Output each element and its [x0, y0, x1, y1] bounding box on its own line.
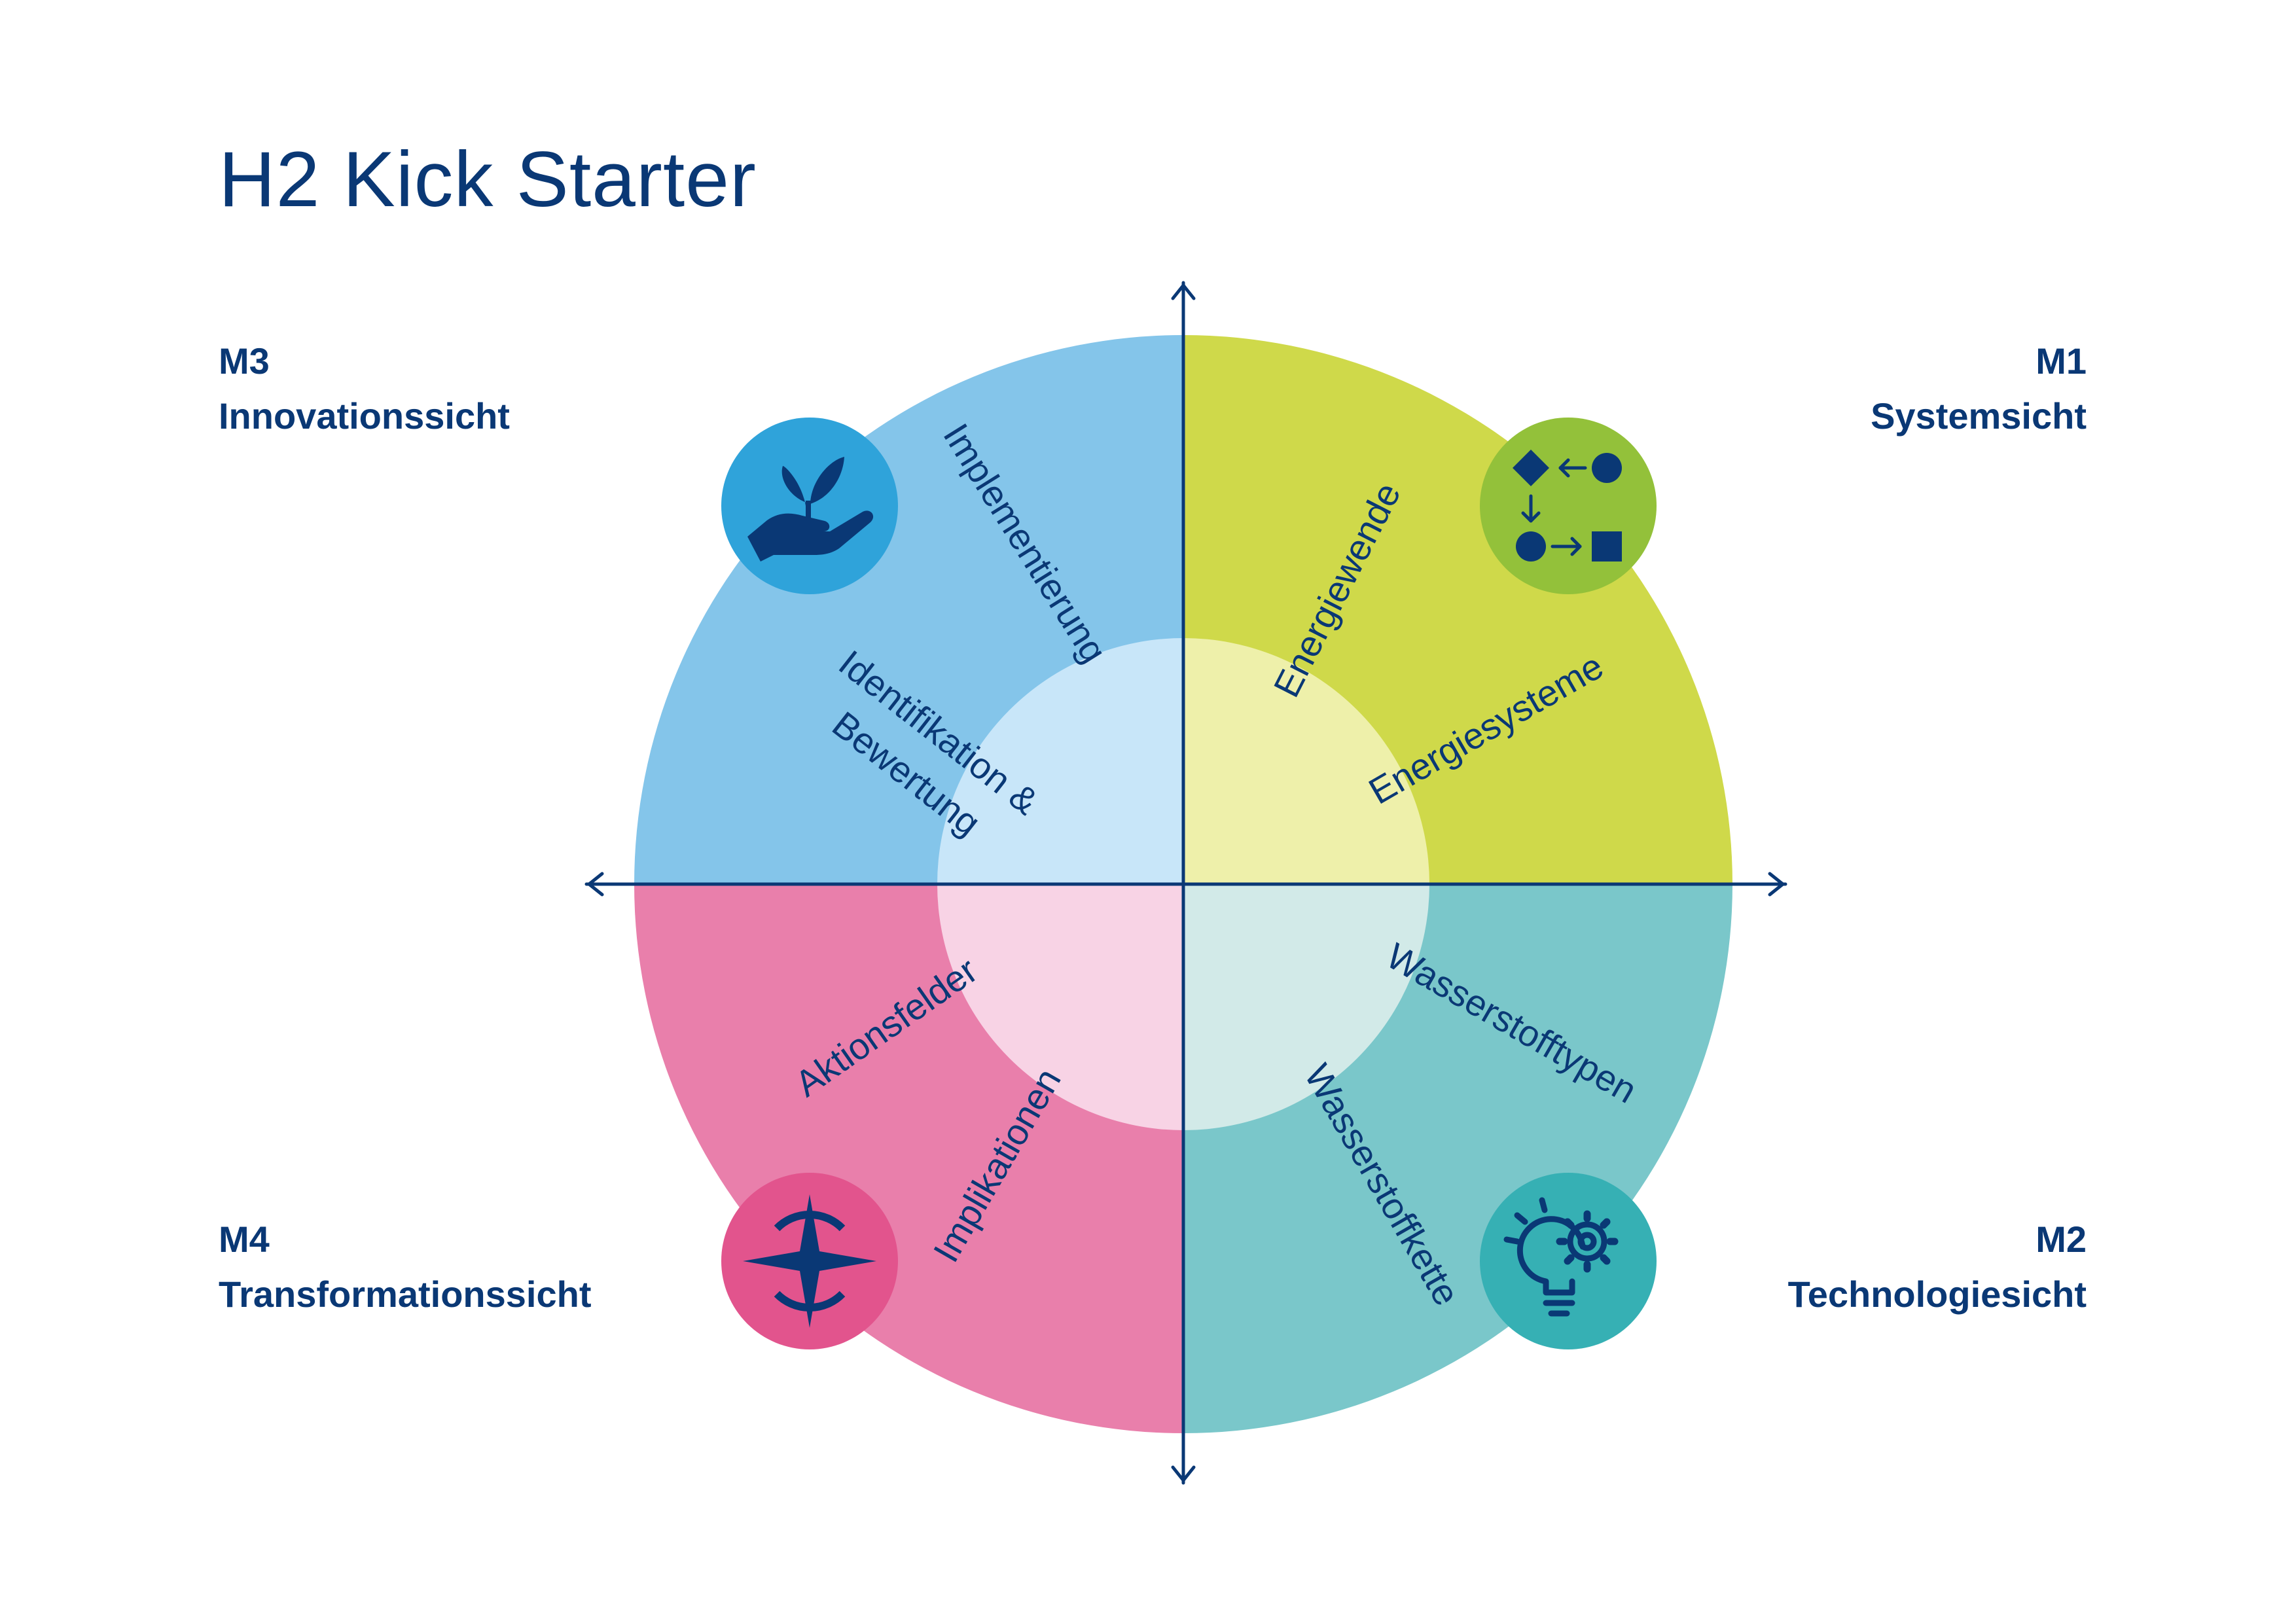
module-m1-code: M1	[2036, 340, 2087, 382]
process-flow-icon	[1513, 450, 1622, 562]
module-m2-heading: M2 Technologiesicht	[1788, 1212, 2087, 1322]
hand-plant-icon	[747, 457, 874, 562]
module-m3-heading: M3 Innovationssicht	[219, 334, 510, 444]
axis-arrow-up	[1171, 282, 1196, 300]
module-m4-icon	[721, 1173, 898, 1349]
module-m2-icon	[1480, 1173, 1657, 1349]
module-m4-name: Transformationssicht	[219, 1274, 592, 1315]
quadrant-m3-inner	[937, 638, 1183, 884]
compass-icon	[743, 1194, 876, 1328]
axes	[584, 281, 1787, 1485]
quadrant-m4-inner	[937, 884, 1183, 1130]
module-m3-name: Innovationssicht	[219, 395, 510, 437]
module-m4-code: M4	[219, 1219, 270, 1260]
module-m3-code: M3	[219, 340, 270, 382]
module-m1-heading: M1 Systemsicht	[1871, 334, 2087, 444]
idea-gear-icon	[1503, 1197, 1619, 1317]
module-m1-name: Systemsicht	[1871, 395, 2087, 437]
axis-arrow-right	[1768, 872, 1786, 897]
module-m1-icon	[1480, 418, 1657, 594]
module-m2-code: M2	[2036, 1219, 2087, 1260]
page-title: H2 Kick Starter	[219, 135, 757, 223]
quadrant-m2-inner	[1183, 884, 1429, 1130]
axis-arrow-down	[1171, 1465, 1196, 1484]
module-m3-icon	[721, 418, 898, 594]
module-m2-name: Technologiesicht	[1787, 1274, 2087, 1315]
axis-arrow-left	[586, 872, 604, 897]
icon-circle-m1	[1480, 418, 1657, 594]
quadrant-m1-inner	[1183, 638, 1429, 884]
module-m4-heading: M4 Transformationssicht	[219, 1212, 591, 1322]
